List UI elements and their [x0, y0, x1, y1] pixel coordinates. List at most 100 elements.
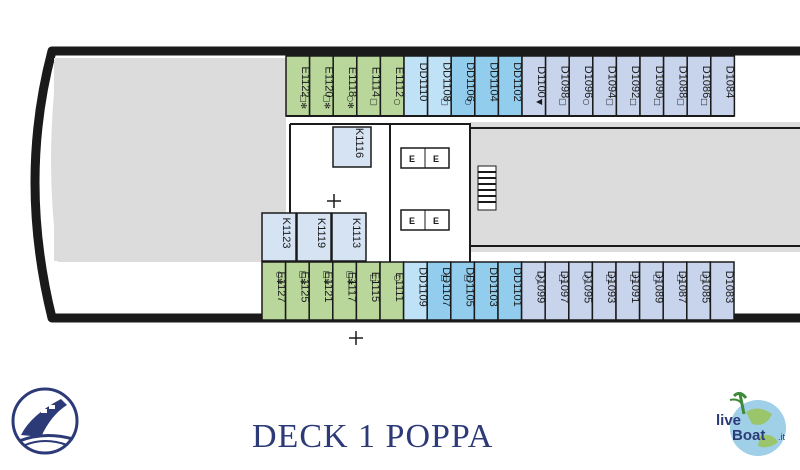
- cabin-box: [332, 126, 372, 168]
- cabin-d1084[interactable]: D1084: [710, 55, 736, 117]
- cabin-number: D1096: [582, 66, 594, 98]
- cabin-d1096[interactable]: D1096○: [568, 55, 594, 117]
- cabin-d1100[interactable]: D1100▼: [521, 55, 547, 117]
- brand-text-boat: Boat: [732, 427, 765, 444]
- cabin-d1086[interactable]: D1086□: [686, 55, 712, 117]
- cabin-d1093[interactable]: D1093□: [591, 261, 617, 321]
- cabin-d1097[interactable]: D1097□: [544, 261, 570, 321]
- cabin-feature-icons: ○: [534, 275, 543, 282]
- cabin-k1119[interactable]: K1119: [296, 212, 332, 262]
- cabin-number: D1093: [605, 271, 617, 303]
- cabin-d1091[interactable]: D1091□: [615, 261, 641, 321]
- cabin-number: D1097: [558, 271, 570, 303]
- cabin-feature-icons: ○: [393, 275, 402, 282]
- cabin-number: K1113: [350, 218, 362, 248]
- cabin-feature-icons: ○: [393, 99, 402, 106]
- cabin-d1094[interactable]: D1094□: [592, 55, 618, 117]
- cabin-feature-icons: □: [369, 274, 378, 282]
- cabin-dd1109[interactable]: DD1109: [402, 261, 429, 321]
- cabin-number: D1086: [700, 66, 712, 98]
- cabin-d1085[interactable]: D1085□: [686, 261, 712, 321]
- cabin-number: E1127: [275, 272, 287, 303]
- corridor-area: [54, 58, 286, 261]
- cabin-number: D1090: [653, 66, 665, 98]
- cabin-box: [261, 212, 297, 262]
- cabin-d1092[interactable]: D1092□: [615, 55, 641, 117]
- cabin-number: D1084: [724, 66, 736, 98]
- cabin-feature-icons: □: [676, 98, 685, 106]
- cabin-d1089[interactable]: D1089□: [638, 261, 665, 321]
- cabin-feature-icons: ○: [582, 99, 591, 106]
- cabin-e1122[interactable]: E1122□✻: [285, 55, 311, 117]
- cabin-dd1101[interactable]: DD1101: [497, 261, 523, 321]
- cabin-e1125[interactable]: E1125□✻: [284, 261, 311, 321]
- cabin-feature-icons: □: [676, 274, 685, 282]
- cabin-e1118[interactable]: E1118○✻: [332, 55, 358, 117]
- cabin-feature-icons: □✻: [298, 271, 307, 286]
- cabin-dd1104[interactable]: DD1104: [474, 55, 500, 117]
- ship-logo-icon: [11, 387, 79, 455]
- cabin-feature-icons: □: [700, 98, 709, 106]
- cabin-feature-icons: ○: [464, 99, 473, 106]
- cabin-number: DD1107: [440, 267, 452, 307]
- cabin-d1087[interactable]: D1087□: [662, 261, 688, 321]
- cabin-e1115[interactable]: E1115□: [355, 261, 381, 321]
- corridor-area: [470, 122, 800, 252]
- cabin-number: E1115: [369, 272, 381, 302]
- cabin-k1113[interactable]: K1113: [331, 212, 367, 262]
- cabin-box: [296, 212, 332, 262]
- cabin-d1088[interactable]: D1088□: [662, 55, 689, 117]
- cabin-feature-icons: □✻: [322, 271, 331, 286]
- cabin-feature-icons: □: [652, 274, 661, 282]
- cabin-dd1110[interactable]: DD1110: [403, 55, 429, 117]
- cabin-d1090[interactable]: D1090□: [639, 55, 665, 117]
- cabin-number: E1114: [370, 67, 382, 97]
- plus-icon: [327, 194, 341, 208]
- cabin-e1117[interactable]: E1117□✻: [332, 261, 358, 321]
- elevator-label: E: [409, 154, 415, 164]
- cabin-number: D1099: [534, 271, 546, 303]
- cabin-e1120[interactable]: E1120□✻: [308, 55, 335, 117]
- elevator-label: E: [409, 216, 415, 226]
- deck-title: DECK 1 POPPA: [252, 418, 494, 455]
- cabin-e1114[interactable]: E1114□: [356, 55, 382, 117]
- cabin-e1127[interactable]: E1127○✻: [261, 261, 287, 321]
- cabin-d1099[interactable]: D1099○: [520, 261, 547, 321]
- elevator-label: E: [433, 154, 439, 164]
- cabin-e1112[interactable]: E1112○: [379, 55, 405, 117]
- cabin-feature-icons: □: [653, 98, 662, 106]
- cabin-number: E1122: [299, 67, 311, 98]
- brand-text-suffix: .it: [778, 432, 786, 442]
- cabin-feature-icons: ○: [582, 275, 591, 282]
- cabin-number: D1089: [652, 271, 664, 303]
- cabin-dd1105[interactable]: DD1105□: [450, 261, 476, 321]
- cabin-dd1107[interactable]: DD1107□: [426, 261, 452, 321]
- cabin-k1116[interactable]: K1116: [332, 126, 372, 168]
- cabin-dd1103[interactable]: DD1103: [473, 261, 499, 321]
- cabin-k1123[interactable]: K1123: [261, 212, 297, 262]
- cabin-feature-icons: □: [370, 98, 379, 106]
- cabin-d1095[interactable]: D1095○: [568, 261, 594, 321]
- cabin-feature-icons: □: [629, 98, 638, 106]
- cabin-number: D1091: [629, 271, 641, 303]
- cabin-feature-icons: □: [605, 274, 614, 282]
- cabin-feature-icons: ○✻: [275, 271, 284, 285]
- cabin-d1083[interactable]: D1083: [709, 261, 735, 321]
- brand-logo: live Boat .it: [716, 391, 786, 456]
- cabin-number: D1085: [700, 271, 712, 303]
- cabin-feature-icons: □: [606, 98, 615, 106]
- cabin-dd1108[interactable]: DD1108□: [426, 55, 453, 117]
- cabin-dd1102[interactable]: DD1102: [497, 55, 523, 117]
- cabin-feature-icons: □: [464, 274, 473, 282]
- cabin-e1121[interactable]: E1121□✻: [308, 261, 334, 321]
- cabin-dd1106[interactable]: DD1106○: [450, 55, 476, 117]
- cabin-feature-icons: □✻: [322, 95, 331, 110]
- cabin-number: K1123: [280, 218, 292, 249]
- cabin-number: DD1101: [511, 267, 523, 307]
- cabin-number: E1117: [346, 272, 358, 302]
- cabin-d1098[interactable]: D1098□: [544, 55, 571, 117]
- cabin-e1111[interactable]: E1111○: [379, 261, 405, 321]
- cabin-number: K1119: [315, 218, 327, 248]
